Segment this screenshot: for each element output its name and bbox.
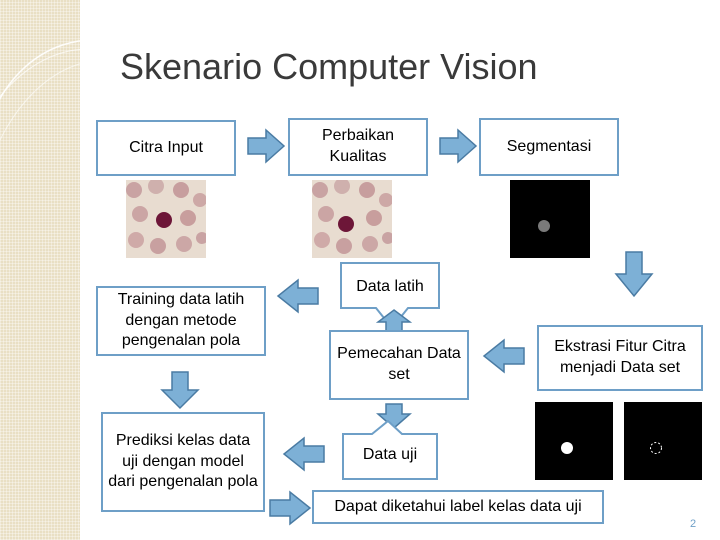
arrow-down-icon — [376, 403, 412, 429]
data-uji-callout-shape — [342, 420, 438, 480]
ekstrasi-label: Ekstrasi Fitur Citra menjadi Data set — [554, 338, 686, 376]
arrow-down-icon — [160, 371, 200, 410]
hasil-label: Dapat diketahui label kelas data uji — [334, 497, 582, 515]
prediksi-box: Prediksi kelas data uji dengan model dar… — [101, 412, 265, 512]
segmented-image — [510, 180, 590, 258]
arrow-right-icon — [439, 128, 478, 164]
blood-cell-image-enhanced — [312, 180, 392, 258]
arrow-down-icon — [614, 251, 654, 298]
arrow-left-icon — [482, 338, 525, 374]
feature-image-outline — [624, 402, 702, 480]
arrow-left-icon — [282, 436, 325, 472]
segmentasi-box: Segmentasi — [479, 118, 619, 176]
data-latih-label: Data latih — [356, 278, 424, 295]
pemecahan-box: Pemecahan Data set — [329, 330, 469, 400]
training-label: Training data latih dengan metode pengen… — [117, 290, 245, 350]
page-title: Skenario Computer Vision — [120, 46, 538, 87]
citra-input-label: Citra Input — [129, 138, 203, 156]
hasil-box: Dapat diketahui label kelas data uji — [312, 490, 604, 524]
pemecahan-label: Pemecahan Data set — [337, 345, 461, 383]
arrow-right-icon — [269, 490, 312, 526]
arrow-left-icon — [276, 278, 319, 314]
decorative-sidebar — [0, 0, 80, 540]
segmentasi-label: Segmentasi — [506, 137, 592, 155]
data-uji-label: Data uji — [362, 446, 418, 463]
training-box: Training data latih dengan metode pengen… — [96, 286, 266, 356]
feature-image-filled — [535, 402, 613, 480]
blood-cell-image-input — [126, 180, 206, 258]
perbaikan-kualitas-label: Perbaikan Kualitas — [321, 127, 395, 165]
perbaikan-kualitas-box: Perbaikan Kualitas — [288, 118, 428, 176]
arrow-right-icon — [247, 128, 286, 164]
page-number: 2 — [690, 518, 697, 530]
prediksi-label: Prediksi kelas data uji dengan model dar… — [108, 431, 258, 491]
ekstrasi-box: Ekstrasi Fitur Citra menjadi Data set — [537, 325, 703, 391]
citra-input-box: Citra Input — [96, 120, 236, 176]
